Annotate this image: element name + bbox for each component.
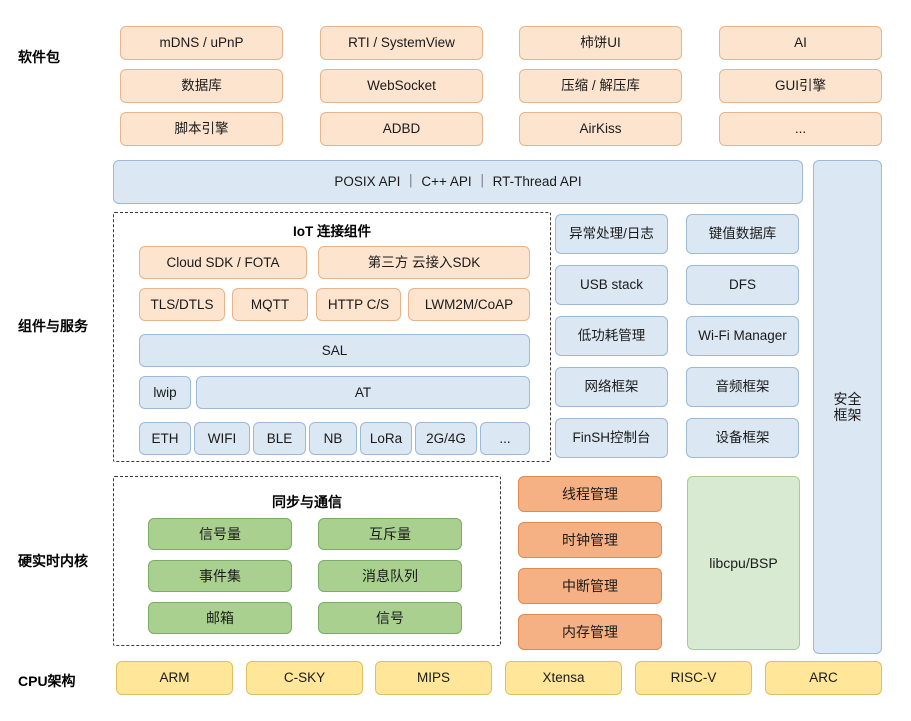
iot-lora[interactable]: LoRa: [360, 422, 412, 455]
iot-2g-4g[interactable]: 2G/4G: [415, 422, 477, 455]
kernel-message-queue[interactable]: 消息队列: [318, 560, 462, 592]
kernel-mutex[interactable]: 互斥量: [318, 518, 462, 550]
iot-cloud-sdk-fota[interactable]: Cloud SDK / FOTA: [139, 246, 307, 279]
iot-ble[interactable]: BLE: [253, 422, 306, 455]
iot-sal[interactable]: SAL: [139, 334, 530, 367]
package-airkiss[interactable]: AirKiss: [519, 112, 682, 146]
iot-lwm2m-coap[interactable]: LWM2M/CoAP: [408, 288, 530, 321]
row-label-kernel: 硬实时内核: [18, 553, 88, 569]
security-framework-label: 安全 框架: [833, 390, 862, 423]
security-framework[interactable]: 安全 框架: [813, 160, 882, 654]
kernel-memory-management[interactable]: 内存管理: [518, 614, 662, 650]
row-label-packages: 软件包: [18, 49, 60, 65]
iot-group: [113, 212, 551, 462]
service-usb-stack[interactable]: USB stack: [555, 265, 668, 305]
kernel-clock-management[interactable]: 时钟管理: [518, 522, 662, 558]
package-compression[interactable]: 压缩 / 解压库: [519, 69, 682, 103]
kernel-sync-group: [113, 476, 501, 646]
package-adbd[interactable]: ADBD: [320, 112, 483, 146]
iot-third-party-cloud-sdk[interactable]: 第三方 云接入SDK: [318, 246, 530, 279]
iot-nb[interactable]: NB: [309, 422, 357, 455]
iot-wifi[interactable]: WIFI: [194, 422, 250, 455]
package-database[interactable]: 数据库: [120, 69, 283, 103]
kernel-mailbox[interactable]: 邮箱: [148, 602, 292, 634]
package-mdns-upnp[interactable]: mDNS / uPnP: [120, 26, 283, 60]
package-script-engine[interactable]: 脚本引擎: [120, 112, 283, 146]
cpu-arc[interactable]: ARC: [765, 661, 882, 695]
iot-lwip[interactable]: lwip: [139, 376, 191, 409]
kernel-event-set[interactable]: 事件集: [148, 560, 292, 592]
kernel-interrupt-management[interactable]: 中断管理: [518, 568, 662, 604]
service-network-framework[interactable]: 网络框架: [555, 367, 668, 407]
cpu-riscv[interactable]: RISC-V: [635, 661, 752, 695]
cpu-xtensa[interactable]: Xtensa: [505, 661, 622, 695]
package-shibing-ui[interactable]: 柿饼UI: [519, 26, 682, 60]
row-label-cpu: CPU架构: [18, 673, 76, 689]
package-websocket[interactable]: WebSocket: [320, 69, 483, 103]
service-exception-log[interactable]: 异常处理/日志: [555, 214, 668, 254]
service-audio-framework[interactable]: 音频框架: [686, 367, 799, 407]
package-gui-engine[interactable]: GUI引擎: [719, 69, 882, 103]
service-finsh-console[interactable]: FinSH控制台: [555, 418, 668, 458]
kernel-thread-management[interactable]: 线程管理: [518, 476, 662, 512]
cpu-mips[interactable]: MIPS: [375, 661, 492, 695]
service-device-framework[interactable]: 设备框架: [686, 418, 799, 458]
kernel-sync-title: 同步与通信: [272, 494, 342, 510]
service-wifi-manager[interactable]: Wi-Fi Manager: [686, 316, 799, 356]
row-label-components: 组件与服务: [18, 318, 88, 334]
iot-mqtt[interactable]: MQTT: [232, 288, 308, 321]
iot-tls-dtls[interactable]: TLS/DTLS: [139, 288, 225, 321]
libcpu-bsp[interactable]: libcpu/BSP: [687, 476, 800, 650]
service-low-power[interactable]: 低功耗管理: [555, 316, 668, 356]
cpu-csky[interactable]: C-SKY: [246, 661, 363, 695]
package-more[interactable]: ...: [719, 112, 882, 146]
cpu-arm[interactable]: ARM: [116, 661, 233, 695]
api-bar[interactable]: POSIX API ｜ C++ API ｜ RT-Thread API: [113, 160, 803, 204]
iot-at[interactable]: AT: [196, 376, 530, 409]
kernel-signal[interactable]: 信号: [318, 602, 462, 634]
iot-group-title: IoT 连接组件: [293, 224, 371, 239]
service-dfs[interactable]: DFS: [686, 265, 799, 305]
iot-more[interactable]: ...: [480, 422, 530, 455]
package-rti-systemview[interactable]: RTI / SystemView: [320, 26, 483, 60]
iot-http-cs[interactable]: HTTP C/S: [316, 288, 401, 321]
kernel-semaphore[interactable]: 信号量: [148, 518, 292, 550]
package-ai[interactable]: AI: [719, 26, 882, 60]
iot-eth[interactable]: ETH: [139, 422, 191, 455]
service-kv-database[interactable]: 键值数据库: [686, 214, 799, 254]
